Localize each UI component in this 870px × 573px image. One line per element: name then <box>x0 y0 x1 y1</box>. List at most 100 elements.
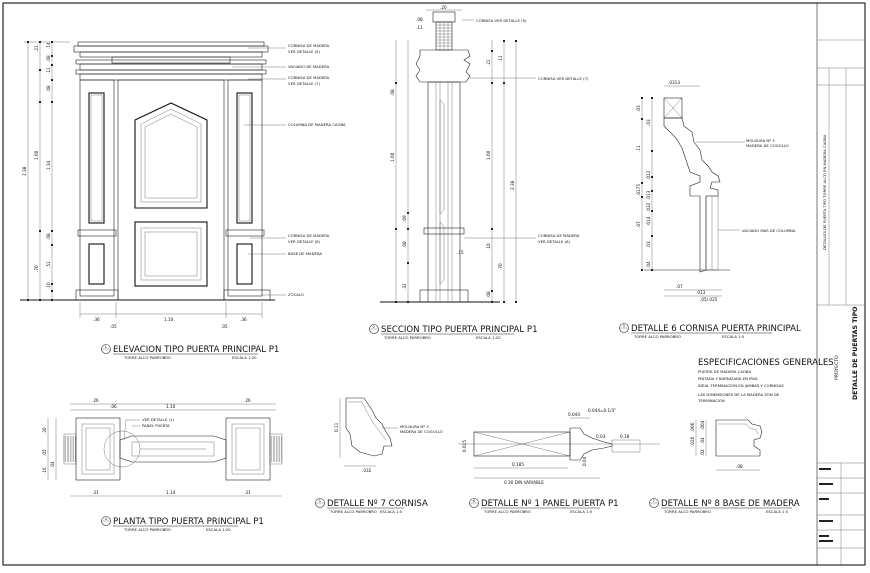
sec-dim-left-3: .08 <box>402 241 407 248</box>
d1-scale: ESCALA 1:5 <box>570 509 593 514</box>
sec-dim-right-2: 1.60 <box>486 150 491 160</box>
d6-label-1: MADERA DE COGOLLO <box>746 143 789 148</box>
d1-dim-0: 0.044 <box>568 412 580 417</box>
sec-dim-left-5: .15 <box>457 250 464 255</box>
sec-label-0: CORNISA VER DETALLE (5) <box>476 18 527 23</box>
plan-number: 4 <box>105 516 108 521</box>
d8-dim-3: .04 <box>700 437 705 444</box>
d8-dim-1: .020 <box>690 436 695 446</box>
sec-label-3: VER DETALLE (6) <box>538 239 571 244</box>
elev-label-0: CORNISA DE MADERA <box>288 43 330 48</box>
elev-label-3: CORNISA DE MADERA <box>288 75 330 80</box>
d7-title: DETALLE Nº 7 CORNISA <box>327 499 428 509</box>
specs-line-0: PUERTA DE MADERA CAOBA <box>698 369 751 374</box>
d1-title: DETALLE Nº 1 PANEL PUERTA P1 <box>481 499 619 509</box>
d8-dim-4: .02 <box>700 449 705 456</box>
d6-label-2: VACIADO MAS DE COLUMNA <box>742 228 796 233</box>
sheet-border <box>2 2 866 566</box>
title-block: DETALLES DE PUERTA TIPO TORRE ALCO EN MA… <box>816 2 866 566</box>
d7-number: 5 <box>319 498 322 503</box>
elev-dim-left-11: .10 <box>46 282 51 289</box>
elev-dim-bottom-1: 1.10 <box>164 317 174 322</box>
specs-title: ESPECIFICACIONES GENERALES <box>698 358 834 368</box>
plan-dim-top-0: .26 <box>92 398 99 403</box>
d6-dim-left-5: .03 <box>646 241 651 248</box>
elev-label-4: VER DETALLE (7) <box>288 81 321 86</box>
detail8-view: .006 .020 .004 .04 .02 .08 7 DETALLE Nº … <box>649 419 800 514</box>
d1-number: 6 <box>473 498 476 503</box>
detail7-view: 0.11 .032 MOLDURA Nº 3 MADERA DE COGOLLO… <box>315 397 443 514</box>
elev-label-8: BASE DE MADERA <box>288 251 322 256</box>
d6-number: 3 <box>623 323 626 328</box>
d8-scale: ESCALA 1:5 <box>766 509 789 514</box>
elev-dim-left-7: .08 <box>46 85 51 92</box>
d8-dim-0: .006 <box>690 422 695 432</box>
elev-dim-left-9: .70 <box>34 265 39 272</box>
d6-dim-left-0: .11 <box>636 145 641 152</box>
elev-title: ELEVACION TIPO PUERTA PRINCIPAL P1 <box>113 345 279 355</box>
elev-subtitle: TORRE ALCO PARROBRO <box>123 355 171 360</box>
elev-dim-bottom-sub-0: .05 <box>110 324 117 329</box>
elev-dim-left-0: 2.38 <box>22 166 27 176</box>
sec-label-2: CORNISA DE MADERA <box>538 233 580 238</box>
sec-dim-right-4: .70 <box>498 263 503 270</box>
sec-number: 2 <box>373 324 376 329</box>
plan-dim-bottom-0: .31 <box>92 490 99 495</box>
sec-dim-right-3: 2.38 <box>510 180 515 190</box>
elev-dim-bottom-2: .36 <box>240 317 247 322</box>
plan-dim-top-1: .06 <box>110 404 117 409</box>
d8-subtitle: TORRE ALCO PARROBRO <box>663 509 711 514</box>
d1-dim-4: 0.04 <box>582 456 587 466</box>
sec-subtitle: TORRE ALCO PARROBRO <box>383 335 431 340</box>
title-block-sheet-title: DETALLE DE PUERTAS TIPO <box>852 307 859 400</box>
d6-subtitle: TORRE ALCO PARROBRO <box>633 334 681 339</box>
plan-dim-top-3: .26 <box>244 398 251 403</box>
elev-label-5: COLUMNA DE MADERA CAOBA <box>288 122 346 127</box>
sec-dim-left-4: .32 <box>402 283 407 290</box>
sec-scale: ESCALA 1:20 <box>476 335 501 340</box>
d7-subtitle: TORRE ALCO PARROBRO <box>329 509 377 514</box>
sec-label-1: CORNISA VER DETALLE (7) <box>538 76 589 81</box>
sec-dim-top-0: .20 <box>440 5 447 10</box>
specifications: ESPECIFICACIONES GENERALES PUERTA DE MAD… <box>697 358 834 403</box>
sec-dim-right-0: .21 <box>486 59 491 66</box>
elevation-view: 2.38 .21 .14 .08 .11 1.60 1.34 .08 .08 .… <box>20 41 346 360</box>
sec-dim-right-6: .08 <box>486 291 491 298</box>
d6-dim-left-4: .03 <box>646 119 651 126</box>
elev-label-1: VER DETALLE (5) <box>288 49 321 54</box>
specs-line-3: LAS DIMENSIONES DE LA MADERA SON DE <box>698 392 780 397</box>
plan-dim-left-2: .16 <box>42 467 47 474</box>
d6-title: DETALLE 6 CORNISA PUERTA PRINCIPAL <box>631 324 801 334</box>
elev-label-9: ZOCALO <box>288 292 304 297</box>
elev-dim-left-3: .08 <box>46 55 51 62</box>
plan-label-0: VER DETALLE (1) <box>142 417 175 422</box>
d1-dim-7: 0.30 DIN VARIABLE <box>504 480 544 485</box>
detail6-view: .0313 .11 .03 .012 .032 .03 .03 .013 .01… <box>619 80 801 339</box>
plan-dim-bottom-1: 1.14 <box>166 490 176 495</box>
elev-dim-left-6: 1.34 <box>46 160 51 170</box>
d6-dim-left-7: .014 <box>646 216 651 226</box>
plan-label-1: PANEL PUERTA <box>142 423 170 428</box>
plan-view: .26 .06 1.10 .26 .31 1.14 .31 .20 .05 .1… <box>42 398 283 532</box>
d1-dim-2: 0.03 <box>596 434 606 439</box>
d7-label-0: MOLDURA Nº 3 <box>400 424 429 429</box>
d1-dim-6: 0.185 <box>512 462 524 467</box>
sec-dim-right-5: .10 <box>486 243 491 250</box>
d6-dim-bottom-2: .05/.025 <box>700 297 718 302</box>
plan-title: PLANTA TIPO PUERTA PRINCIPAL P1 <box>113 517 264 527</box>
d6-dim-left-2: .012 <box>646 170 651 180</box>
elev-label-2: VACIADO DE MADERA <box>288 64 330 69</box>
d7-scale: ESCALA 1:5 <box>380 509 403 514</box>
d8-dim-2: .004 <box>700 420 705 430</box>
elev-dim-left-8: .08 <box>46 233 51 240</box>
d6-dim-bottom-0: .07 <box>676 284 683 289</box>
plan-dim-bottom-2: .31 <box>244 490 251 495</box>
plan-dim-left-3: .04 <box>50 461 55 468</box>
section-view: .20 .08 .11 .08 1.60 .09 .08 .32 .15 .21… <box>369 5 589 340</box>
title-block-project: PROYECTO <box>834 355 840 380</box>
d8-number: 7 <box>653 498 656 503</box>
title-block-note: DETALLES DE PUERTA TIPO TORRE ALCO EN MA… <box>822 134 827 250</box>
d7-dim-0: 0.11 <box>334 422 339 432</box>
